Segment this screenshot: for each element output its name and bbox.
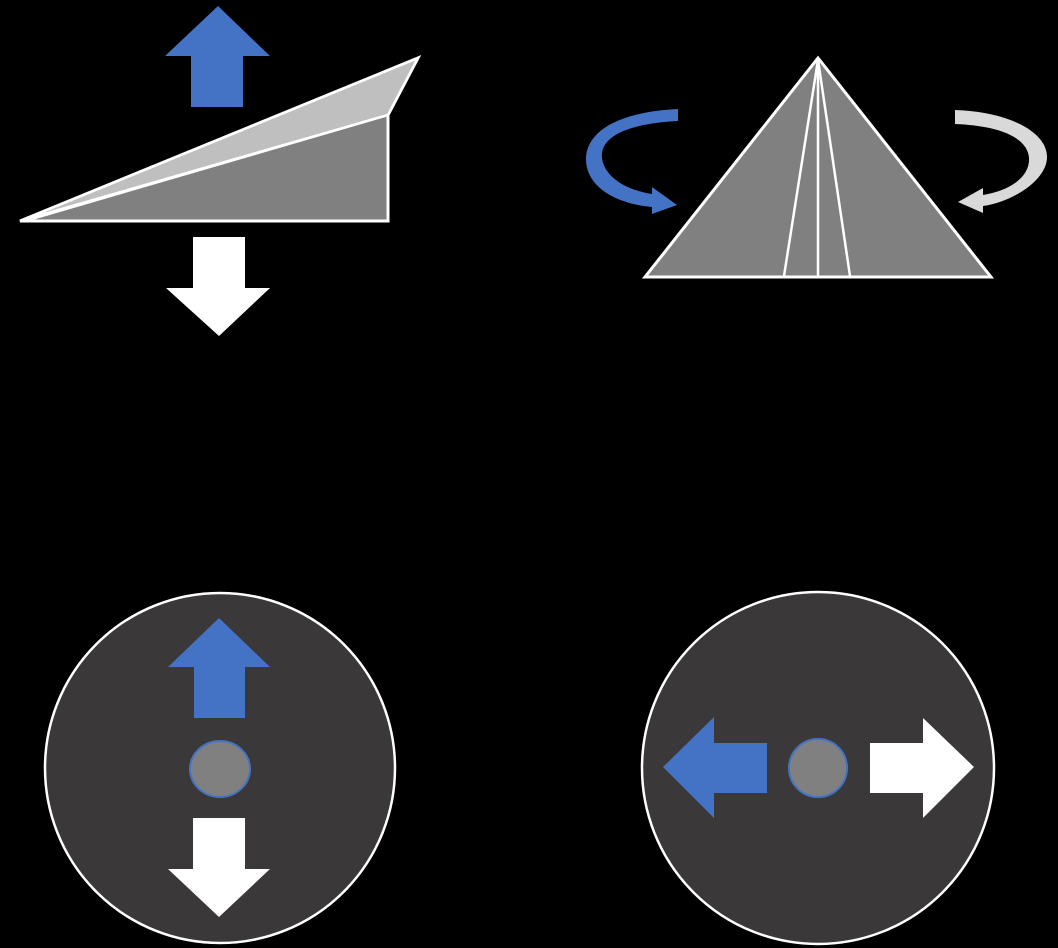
arrow-up-blue-icon	[165, 6, 270, 107]
plane-fold-line	[782, 59, 820, 277]
arrow-right-white-icon	[870, 718, 974, 818]
yaw-panel	[585, 55, 1048, 279]
rotate-left-blue-icon	[585, 109, 678, 214]
horizontal-stick-panel	[640, 590, 996, 946]
joystick-knob-icon	[189, 740, 251, 798]
vertical-stick-panel	[43, 591, 397, 945]
arrow-down-white-icon	[168, 818, 270, 917]
arrow-down-white-icon	[166, 237, 270, 336]
arrow-left-blue-icon	[663, 717, 767, 818]
arrow-up-blue-icon	[168, 618, 270, 718]
paper-plane-crease	[27, 113, 389, 222]
plane-fold-line	[816, 59, 852, 277]
rotate-right-light-icon	[955, 110, 1048, 213]
pitch-panel	[19, 6, 422, 336]
joystick-knob-icon	[788, 738, 848, 798]
